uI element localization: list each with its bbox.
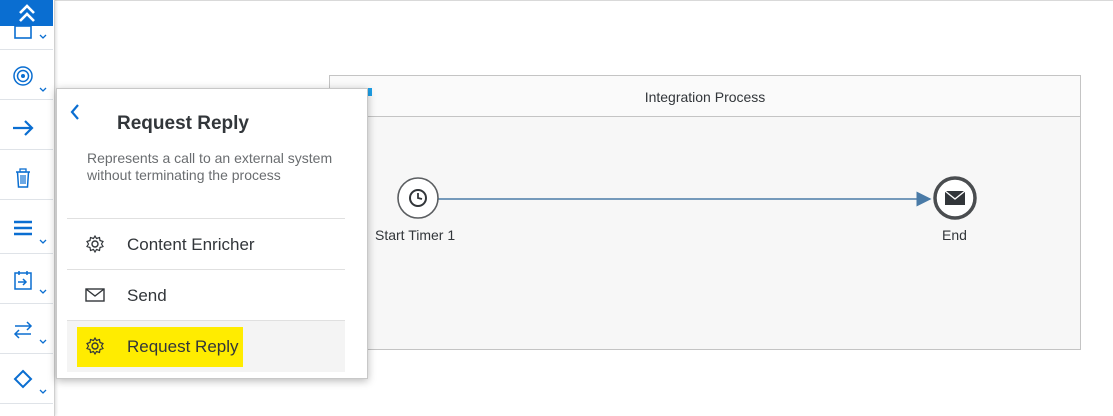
chevron-down-icon: [39, 34, 47, 39]
menu-item-content-enricher[interactable]: Content Enricher: [67, 218, 345, 269]
envelope-icon: [85, 288, 105, 302]
palette-item-message-mapping[interactable]: [0, 308, 53, 354]
palette-item-participants[interactable]: [0, 6, 53, 50]
end-message-event[interactable]: [933, 176, 977, 220]
trash-icon: [11, 166, 35, 190]
step-type-popover: Request Reply Represents a call to an ex…: [56, 88, 368, 379]
palette-item-routing[interactable]: [0, 358, 53, 404]
chevron-down-icon: [39, 389, 47, 394]
calendar-import-icon: [11, 268, 35, 292]
menu-icon: [11, 216, 35, 240]
chevron-down-icon: [39, 87, 47, 92]
target-icon: [11, 64, 35, 88]
arrow-right-icon: [11, 116, 35, 140]
double-chevron-up-icon: [18, 4, 35, 22]
swap-arrows-icon: [11, 318, 35, 342]
popover-description: Represents a call to an external system …: [87, 150, 333, 183]
menu-item-label: Content Enricher: [127, 235, 255, 254]
back-chevron-icon[interactable]: [67, 101, 83, 123]
menu-item-request-reply[interactable]: Request Reply: [67, 320, 345, 372]
process-header: Integration Process: [330, 76, 1080, 117]
end-label: End: [942, 227, 967, 243]
process-title: Integration Process: [644, 89, 766, 105]
envelope-icon: [944, 190, 966, 205]
collapse-palette-button[interactable]: [0, 0, 53, 26]
menu-item-label: Send: [127, 286, 167, 305]
menu-item-send[interactable]: Send: [67, 269, 345, 320]
square-icon: [11, 20, 35, 44]
chevron-down-icon: [39, 239, 47, 244]
gear-icon: [86, 234, 104, 254]
palette-item-events[interactable]: [0, 50, 53, 100]
menu-item-label: Request Reply: [127, 337, 239, 356]
clock-icon: [409, 189, 427, 207]
chevron-down-icon: [39, 339, 47, 344]
selection-highlight: [77, 327, 243, 367]
palette-item-call[interactable]: [0, 258, 53, 304]
palette-item-delete[interactable]: [0, 154, 53, 200]
palette: [0, 0, 55, 416]
diamond-icon: [11, 367, 35, 391]
chevron-down-icon: [39, 289, 47, 294]
palette-item-connectors[interactable]: [0, 104, 53, 150]
start-timer-event[interactable]: [397, 177, 439, 219]
palette-item-process[interactable]: [0, 204, 53, 254]
popover-title: Request Reply: [117, 113, 249, 134]
gear-icon: [86, 336, 104, 356]
start-timer-label: Start Timer 1: [375, 227, 456, 243]
